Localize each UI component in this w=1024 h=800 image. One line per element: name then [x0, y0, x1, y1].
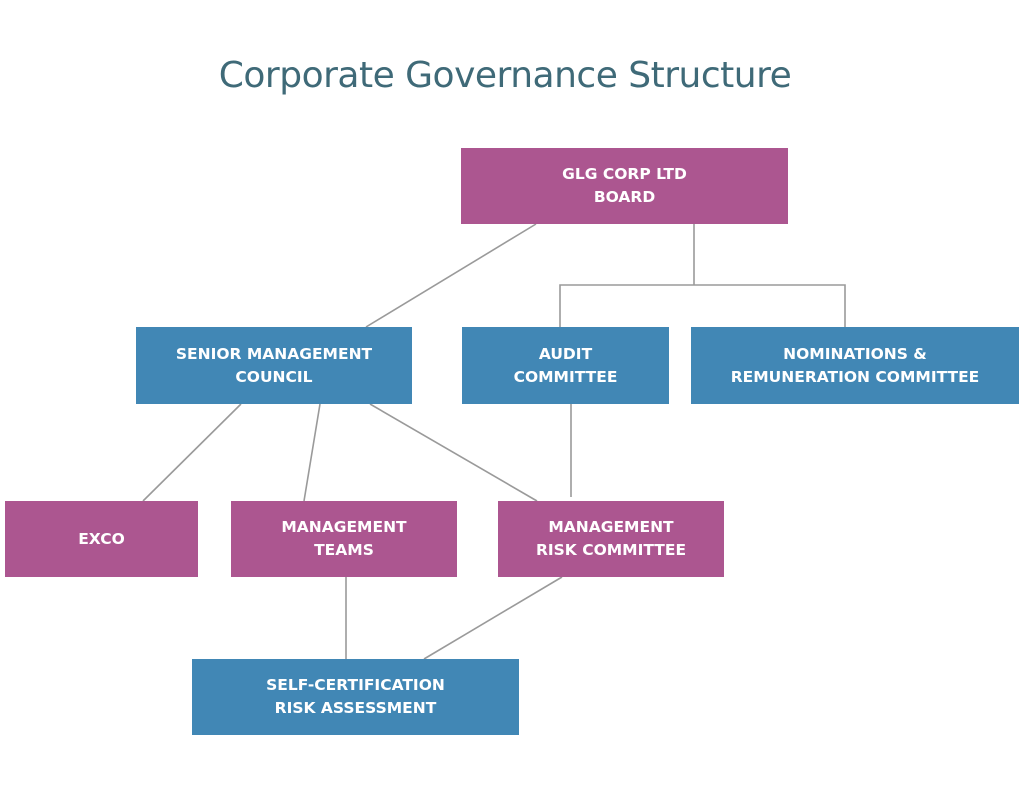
edge-smc-management-risk-committee	[369, 403, 538, 502]
edge-board-audit-committee	[559, 284, 694, 327]
node-exco: EXCO	[5, 501, 198, 577]
edge-board-senior-management-council	[365, 223, 537, 328]
edge-smc-exco	[142, 403, 242, 502]
edge-mrc-self-certification	[423, 576, 563, 660]
diagram-title: Corporate Governance Structure	[218, 55, 792, 96]
edge-board-nominations-committee	[694, 284, 846, 327]
node-management-risk-committee: MANAGEMENT RISK COMMITTEE	[498, 501, 724, 577]
node-management-teams: MANAGEMENT TEAMS	[231, 501, 457, 577]
node-board: GLG CORP LTD BOARD	[461, 148, 788, 224]
node-senior-management-council: SENIOR MANAGEMENT COUNCIL	[136, 327, 412, 404]
edge-smc-management-teams	[303, 403, 321, 502]
node-audit-committee: AUDIT COMMITTEE	[462, 327, 669, 404]
node-self-certification-risk-assessment: SELF-CERTIFICATION RISK ASSESSMENT	[192, 659, 519, 735]
node-nominations-remuneration-committee: NOMINATIONS & REMUNERATION COMMITTEE	[691, 327, 1019, 404]
